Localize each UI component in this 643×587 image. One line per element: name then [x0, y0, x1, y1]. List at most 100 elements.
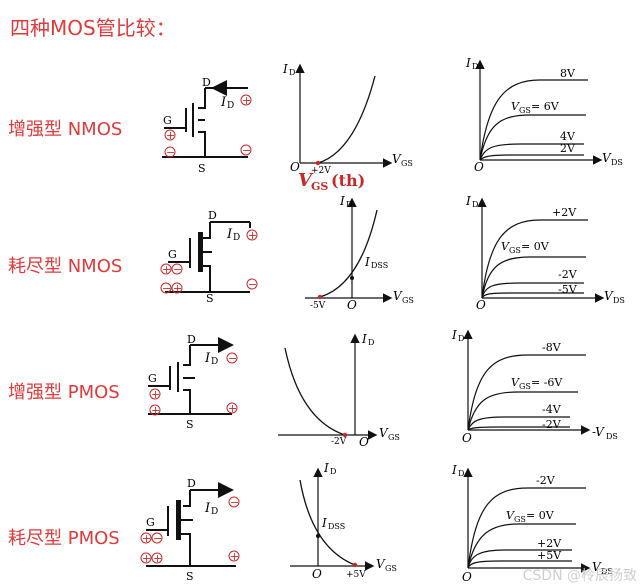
svg-text:V: V — [379, 426, 389, 440]
svg-text:S: S — [186, 418, 194, 431]
output-chart-enh-pmos: I D O -V DS -8V V GS = -6V -4V -2V — [451, 328, 618, 445]
svg-text:D: D — [211, 357, 218, 367]
svg-text:V: V — [506, 509, 515, 522]
svg-text:V: V — [604, 289, 614, 303]
svg-text:V: V — [511, 100, 520, 113]
svg-text:D: D — [472, 62, 478, 71]
svg-text:4V: 4V — [560, 130, 576, 143]
svg-text:-2V: -2V — [536, 474, 556, 487]
svg-text:D: D — [227, 101, 234, 111]
svg-text:+: + — [248, 229, 257, 242]
svg-text:GS: GS — [509, 246, 521, 255]
source-label: S — [198, 162, 206, 175]
svg-text:I: I — [451, 328, 457, 342]
svg-text:S: S — [206, 292, 214, 305]
svg-text:D: D — [211, 507, 218, 517]
svg-text:GS: GS — [519, 106, 531, 115]
svg-text:D: D — [233, 233, 240, 243]
circuit-dep-nmos: D G S I D + + − − + − — [160, 209, 258, 305]
circuit-enh-nmos: D G S I D + + − − — [162, 76, 252, 175]
svg-text:+2V: +2V — [311, 166, 331, 176]
svg-text:V: V — [393, 289, 403, 303]
svg-text:= 0V: = 0V — [526, 509, 555, 522]
svg-text:−: − — [166, 146, 175, 159]
svg-text:−: − — [173, 263, 182, 276]
svg-text:I: I — [282, 62, 288, 76]
svg-text:−: − — [162, 282, 171, 295]
output-chart-dep-nmos: I D O V DS +2V V GS = 0V -2V -5V — [465, 194, 625, 312]
svg-text:GS: GS — [311, 180, 328, 193]
svg-text:O: O — [462, 431, 472, 445]
row-label-dep-pmos: 耗尽型 PMOS — [8, 528, 120, 549]
svg-text:V: V — [501, 240, 510, 253]
svg-text:+: + — [173, 282, 182, 295]
svg-text:GS: GS — [385, 564, 397, 573]
svg-text:8V: 8V — [560, 67, 576, 80]
svg-text:-2V: -2V — [542, 418, 562, 431]
svg-text:I: I — [204, 501, 211, 516]
svg-text:-8V: -8V — [542, 341, 562, 354]
svg-text:G: G — [148, 372, 157, 385]
svg-text:+: + — [142, 532, 151, 545]
svg-text:−: − — [228, 352, 237, 365]
svg-text:DS: DS — [611, 158, 623, 167]
svg-text:D: D — [346, 200, 352, 209]
svg-text:V: V — [376, 557, 386, 571]
svg-text:= 0V: = 0V — [521, 240, 550, 253]
drain-label: D — [202, 76, 211, 89]
svg-text:−: − — [230, 496, 239, 509]
circuit-enh-pmos: D G S I D − + + + — [148, 333, 238, 431]
id-label: I — [220, 95, 227, 110]
svg-text:−: − — [242, 144, 251, 157]
svg-text:DSS: DSS — [328, 522, 345, 531]
row-label-dep-nmos: 耗尽型 NMOS — [8, 256, 123, 277]
svg-text:-2V: -2V — [331, 437, 347, 447]
svg-text:D: D — [289, 68, 295, 77]
svg-text:O: O — [347, 298, 357, 312]
svg-text:-4V: -4V — [542, 403, 562, 416]
svg-text:V: V — [592, 560, 602, 574]
svg-text:I: I — [465, 194, 471, 208]
svg-text:= -6V: = -6V — [531, 376, 563, 389]
svg-text:+: + — [166, 129, 175, 142]
svg-text:−: − — [153, 532, 162, 545]
vth-label: V — [298, 170, 314, 191]
svg-text:DS: DS — [601, 567, 613, 576]
svg-text:D: D — [458, 469, 464, 478]
svg-text:G: G — [168, 248, 177, 261]
transfer-chart-enh-pmos: I D -2V O V GS — [278, 332, 400, 449]
svg-text:+: + — [242, 94, 251, 107]
svg-text:+: + — [151, 388, 160, 401]
svg-text:O: O — [476, 298, 486, 312]
svg-text:GS: GS — [402, 296, 414, 305]
svg-text:2V: 2V — [560, 142, 576, 155]
svg-text:O: O — [290, 160, 300, 174]
svg-text:V: V — [392, 152, 402, 166]
svg-text:+: + — [142, 552, 151, 565]
svg-text:I: I — [451, 463, 457, 477]
svg-text:I: I — [339, 194, 345, 208]
svg-text:GS: GS — [519, 382, 531, 391]
output-chart-enh-nmos: I D O V DS 8V V GS = 6V 4V 2V — [465, 56, 623, 174]
svg-text:−: − — [248, 278, 257, 291]
svg-text:+: + — [153, 552, 162, 565]
svg-text:I: I — [204, 351, 211, 366]
svg-text:+: + — [162, 263, 171, 276]
svg-text:I: I — [323, 461, 329, 475]
svg-text:O: O — [474, 160, 484, 174]
svg-text:D: D — [187, 333, 196, 346]
svg-text:D: D — [330, 467, 336, 476]
svg-text:I: I — [465, 56, 471, 70]
svg-text:O: O — [312, 567, 322, 581]
svg-text:D: D — [458, 334, 464, 343]
svg-text:D: D — [208, 209, 217, 222]
svg-text:-2V: -2V — [558, 268, 578, 281]
circuit-dep-pmos: D G S I D − + − + + + — [140, 477, 240, 583]
svg-text:I: I — [226, 227, 233, 242]
polarity-marks: + + − − — [164, 94, 252, 159]
watermark: CSDN @柃辰扬致 — [522, 568, 637, 584]
transfer-chart-enh-nmos: I D O +2V V GS V GS (th) — [282, 62, 413, 193]
row-label-enh-pmos: 增强型 PMOS — [8, 382, 120, 403]
svg-text:I: I — [321, 516, 327, 530]
